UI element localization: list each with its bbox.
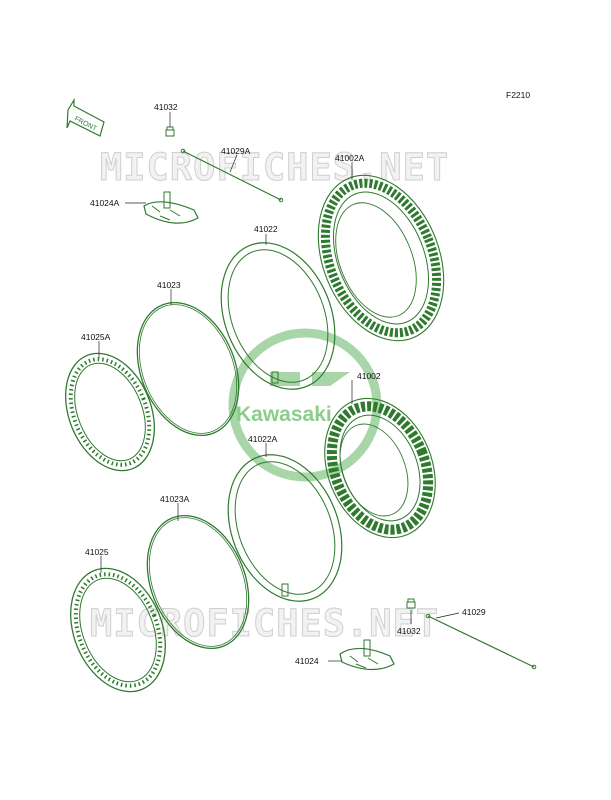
label-41024A: 41024A xyxy=(90,198,120,208)
watermark-bottom: MICROFICHES.NET xyxy=(90,602,439,645)
label-41032-top: 41032 xyxy=(154,102,178,112)
rim-41025A xyxy=(64,352,156,472)
nut-41032-bottom xyxy=(406,598,416,609)
label-41002: 41002 xyxy=(357,371,381,381)
figure-code: F2210 xyxy=(506,90,530,100)
spoke-41029A xyxy=(180,148,284,203)
rim-lock-41024 xyxy=(339,639,395,671)
label-41022: 41022 xyxy=(254,224,278,234)
leader-lines xyxy=(98,112,460,662)
label-41002A: 41002A xyxy=(335,153,365,163)
label-41023A: 41023A xyxy=(160,494,190,504)
tire-41002 xyxy=(324,397,436,539)
logo-text: Kawasaki xyxy=(236,403,332,426)
label-41029: 41029 xyxy=(462,607,486,617)
label-41032-bottom: 41032 xyxy=(397,626,421,636)
label-41022A: 41022A xyxy=(248,434,278,444)
rim-41025 xyxy=(70,567,166,693)
rim-lock-41024A xyxy=(143,191,199,224)
label-41025: 41025 xyxy=(85,547,109,557)
label-41025A: 41025A xyxy=(81,332,111,342)
label-41024: 41024 xyxy=(295,656,319,666)
label-41029A: 41029A xyxy=(221,146,251,156)
label-41023: 41023 xyxy=(157,280,181,290)
nut-41032-top xyxy=(165,126,175,137)
tube-41022A xyxy=(227,454,343,602)
spoke-41029 xyxy=(425,613,537,670)
tube-41022 xyxy=(220,242,336,390)
rim-band-41023A xyxy=(146,514,250,650)
front-arrow-icon: FRONT xyxy=(66,97,105,137)
part-labels: 41032 41029A 41002A 41024A 41022 41023 4… xyxy=(81,102,486,666)
rim-band-41023 xyxy=(136,301,240,437)
watermark-top: MICROFICHES.NET xyxy=(100,146,449,189)
tire-41002A xyxy=(317,174,445,342)
